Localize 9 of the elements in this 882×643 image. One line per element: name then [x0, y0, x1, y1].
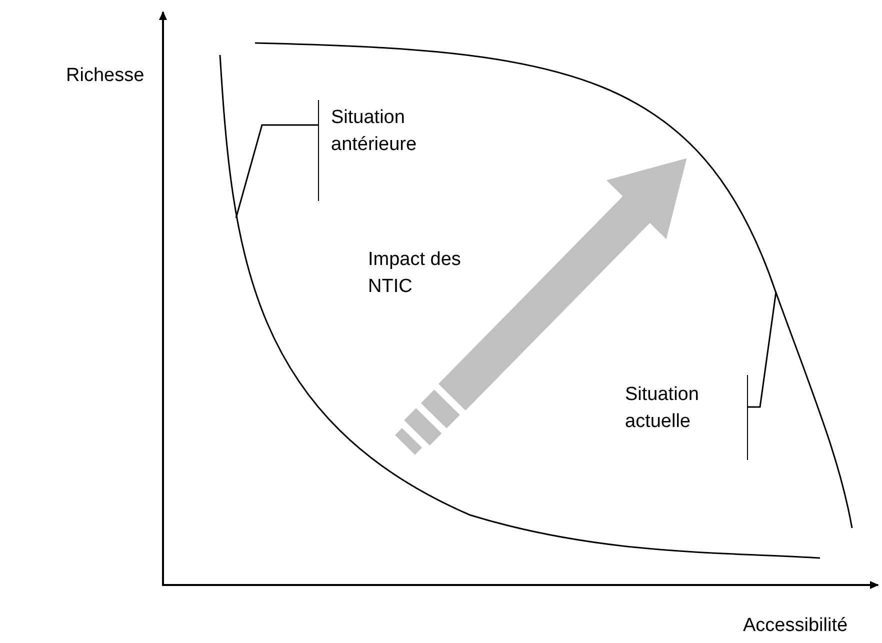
leader-line: [748, 292, 777, 408]
situation-label: Situation actuelle: [625, 383, 700, 434]
leader-line: [235, 124, 318, 218]
axis-label: Accessibilité: [743, 614, 849, 638]
situation-label: Situation antérieure: [331, 106, 418, 157]
arrow-label: Impact des NTIC: [368, 248, 462, 299]
curve-line: [219, 54, 820, 559]
curve-line: [254, 42, 853, 528]
axis-label: Richesse: [66, 64, 146, 88]
